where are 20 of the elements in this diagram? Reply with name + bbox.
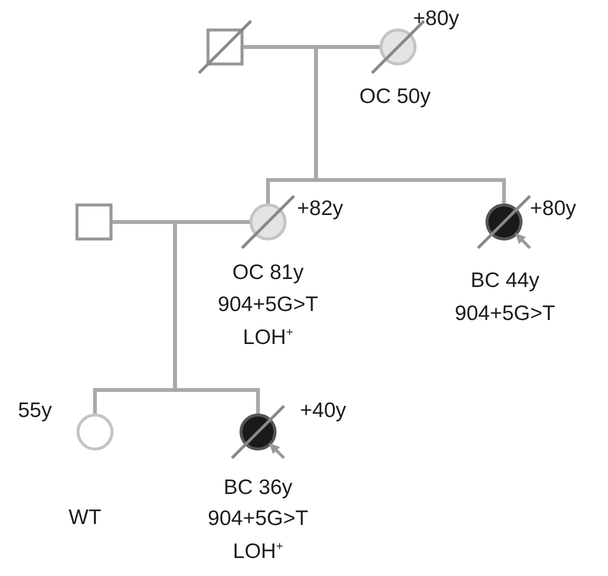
- annotation-label: LOH$^{+}$: [232, 540, 284, 562]
- age-label: +80y: [413, 8, 460, 29]
- age-label: +80y: [530, 198, 576, 219]
- male-symbol: [195, 17, 255, 77]
- annotation-label: 904+5G>T: [208, 508, 308, 529]
- annotation-label: WT: [68, 507, 102, 528]
- pedigree-line: [314, 45, 506, 205]
- annotation-label: LOH$^{+}$: [242, 326, 294, 348]
- female-symbol: [228, 402, 288, 462]
- annotation-label: BC 36y: [224, 477, 292, 498]
- annotation-label: OC 50y: [359, 86, 431, 107]
- age-label: 55y: [18, 400, 52, 421]
- pedigree-line: [173, 220, 260, 415]
- annotation-label: BC 44y: [470, 270, 540, 291]
- female-symbol: [238, 192, 298, 252]
- age-label: +40y: [300, 400, 346, 421]
- annotation-label: OC 81y: [232, 262, 304, 283]
- annotation-label: 904+5G>T: [218, 294, 318, 315]
- age-label: +82y: [297, 198, 344, 219]
- annotation-label: 904+5G>T: [454, 303, 556, 324]
